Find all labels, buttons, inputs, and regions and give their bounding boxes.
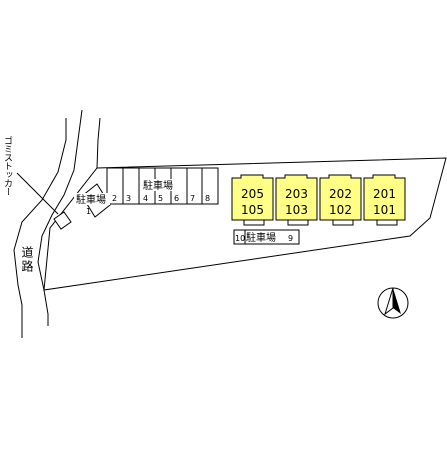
- parking-slot-4: 4: [143, 194, 148, 203]
- trash-stocker: [16, 172, 72, 230]
- parking-slot-1: 1: [86, 207, 91, 216]
- unit-number-upper: 202: [329, 187, 352, 201]
- parking-slot-5: 5: [158, 194, 163, 203]
- parking-lower: 10 駐車場 9: [233, 229, 300, 245]
- parking-left-label: 駐車場: [76, 193, 106, 206]
- unit-205-105: 205 105: [231, 174, 274, 221]
- unit-202-102: 202 102: [319, 174, 362, 221]
- road-label: 道路: [20, 246, 34, 274]
- unit-number-upper: 203: [285, 187, 308, 201]
- road-left-edge: [13, 118, 67, 338]
- parking-upper: 駐車場 2 3 4 5 6 7 8: [106, 167, 219, 205]
- parking-slot-3: 3: [126, 194, 131, 203]
- unit-number-lower: 101: [373, 203, 396, 217]
- unit-number-lower: 102: [329, 203, 352, 217]
- road-right-edge: [37, 109, 83, 326]
- parking-upper-label: 駐車場: [143, 179, 173, 192]
- parking-slot-6: 6: [174, 194, 179, 203]
- site-upper-left-edge: [96, 117, 101, 169]
- unit-number-lower: 105: [241, 203, 264, 217]
- unit-number-upper: 201: [373, 187, 396, 201]
- unit-number-upper: 205: [241, 187, 264, 201]
- unit-203-103: 203 103: [275, 174, 318, 221]
- unit-number-lower: 103: [285, 203, 308, 217]
- parking-lower-label: 駐車場: [246, 231, 276, 244]
- parking-slot-8: 8: [205, 194, 210, 203]
- north-arrow-icon: [377, 287, 409, 319]
- parking-slot-2: 2: [112, 194, 117, 203]
- building: 205 105 203 103 202 102 201 101: [231, 174, 406, 226]
- trash-stocker-label: ゴミストッカー: [2, 136, 12, 196]
- parking-slot-7: 7: [190, 194, 195, 203]
- parking-slot-9: 9: [288, 234, 293, 243]
- parking-slot-10: 10: [235, 234, 245, 243]
- parking-left: 駐車場 1: [74, 183, 111, 218]
- unit-201-101: 201 101: [363, 174, 406, 221]
